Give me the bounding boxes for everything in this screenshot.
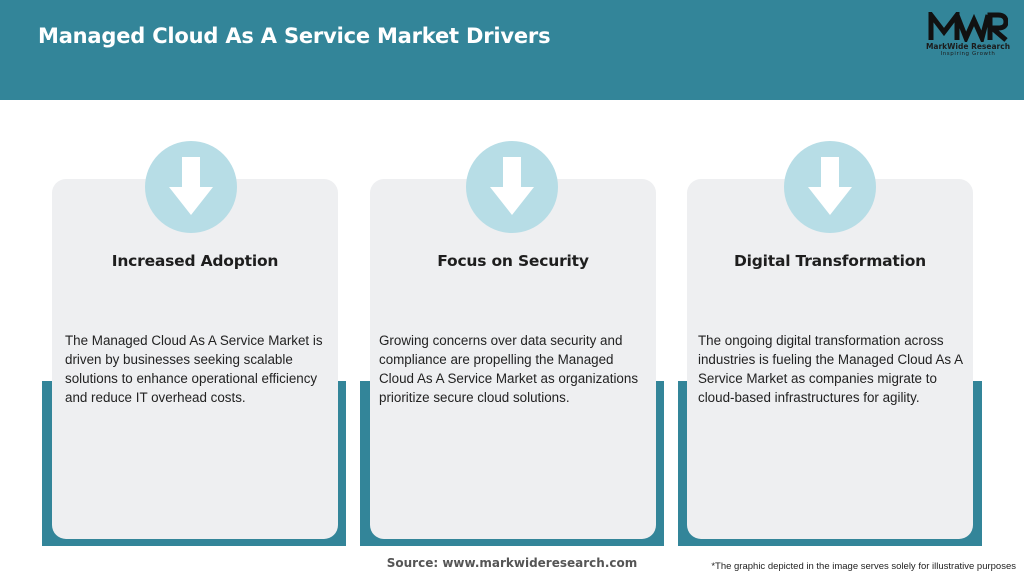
logo-name: MarkWide Research (925, 42, 1011, 51)
driver-card-2 (370, 179, 656, 539)
header-banner: Managed Cloud As A Service Market Driver… (0, 0, 1024, 100)
card-text: The ongoing digital transformation acros… (698, 333, 963, 405)
arrow-down-icon (169, 157, 213, 215)
driver-card-3 (687, 179, 973, 539)
arrow-down-icon (490, 157, 534, 215)
driver-card-1 (52, 179, 338, 539)
card-text: The Managed Cloud As A Service Market is… (65, 333, 323, 405)
disclaimer-note: *The graphic depicted in the image serve… (711, 561, 1016, 572)
card-title: Digital Transformation (733, 252, 927, 270)
icon-circle (784, 141, 876, 233)
brand-logo[interactable]: MarkWide Research Inspiring Growth (922, 12, 1014, 58)
arrow-down-icon (808, 157, 852, 215)
card-title: Focus on Security (437, 252, 589, 270)
source-link[interactable]: Source: www.markwideresearch.com (386, 556, 638, 570)
icon-circle (466, 141, 558, 233)
logo-mark-icon (928, 12, 1008, 42)
card-text: Growing concerns over data security and … (379, 333, 639, 405)
page-title: Managed Cloud As A Service Market Driver… (38, 24, 551, 48)
card-title: Increased Adoption (111, 252, 279, 270)
logo-tagline: Inspiring Growth (940, 51, 996, 57)
icon-circle (145, 141, 237, 233)
